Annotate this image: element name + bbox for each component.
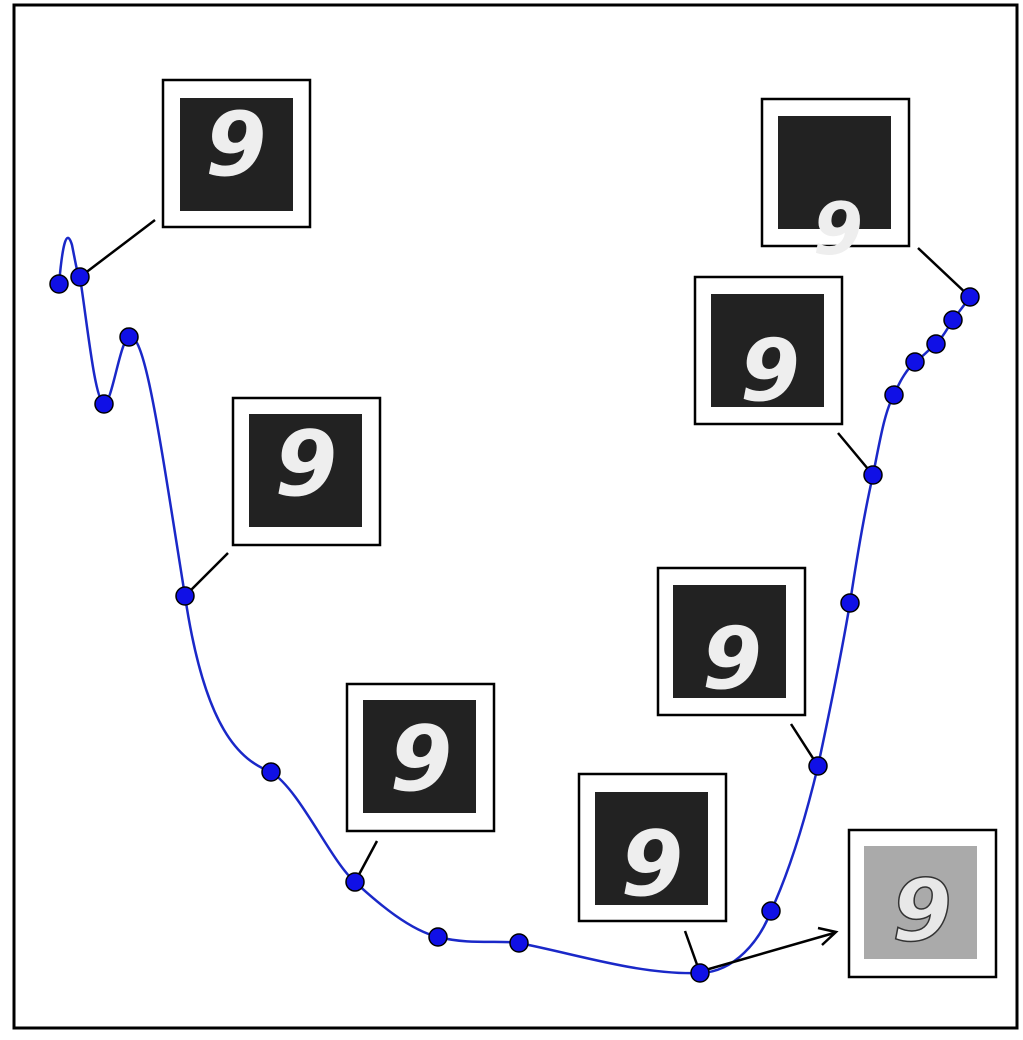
point [840,593,860,613]
leader-line [79,219,156,278]
direction-arrow [701,931,835,973]
thumbnail: 9 [577,772,728,923]
point [808,756,828,776]
thumbnail-digit: 9 [275,412,338,517]
point [70,267,90,287]
thumbnail-digit: 9 [702,609,762,709]
point [509,933,529,953]
point [94,394,114,414]
thumbnail: 9 [760,97,911,271]
point [428,927,448,947]
thumbnail-digit: 9 [892,861,952,961]
point [926,334,946,354]
point [261,762,281,782]
point [863,465,883,485]
point [690,963,710,983]
thumbnail: 9 [231,396,382,547]
thumbnail-digit: 9 [205,93,266,196]
point [761,901,781,921]
leader-line [184,552,229,597]
thumbnail: 9 [161,78,312,229]
point [943,310,963,330]
point [345,872,365,892]
point [175,586,195,606]
arrow-head [817,926,839,946]
thumbnail-digit: 9 [621,812,684,917]
point [49,274,69,294]
thumbnail: 9 [693,275,844,426]
point [884,385,904,405]
point [119,327,139,347]
leader-line [917,247,971,298]
thumbnail-digit: 9 [740,321,800,421]
trajectory-points [49,267,980,983]
thumbnail: 9 [345,682,496,833]
thumbnail-digit: 9 [813,187,863,271]
thumbnail-faded: 9 [847,828,998,979]
thumbnail: 9 [656,566,807,717]
thumbnail-digit: 9 [390,707,453,812]
point [905,352,925,372]
point [960,287,980,307]
